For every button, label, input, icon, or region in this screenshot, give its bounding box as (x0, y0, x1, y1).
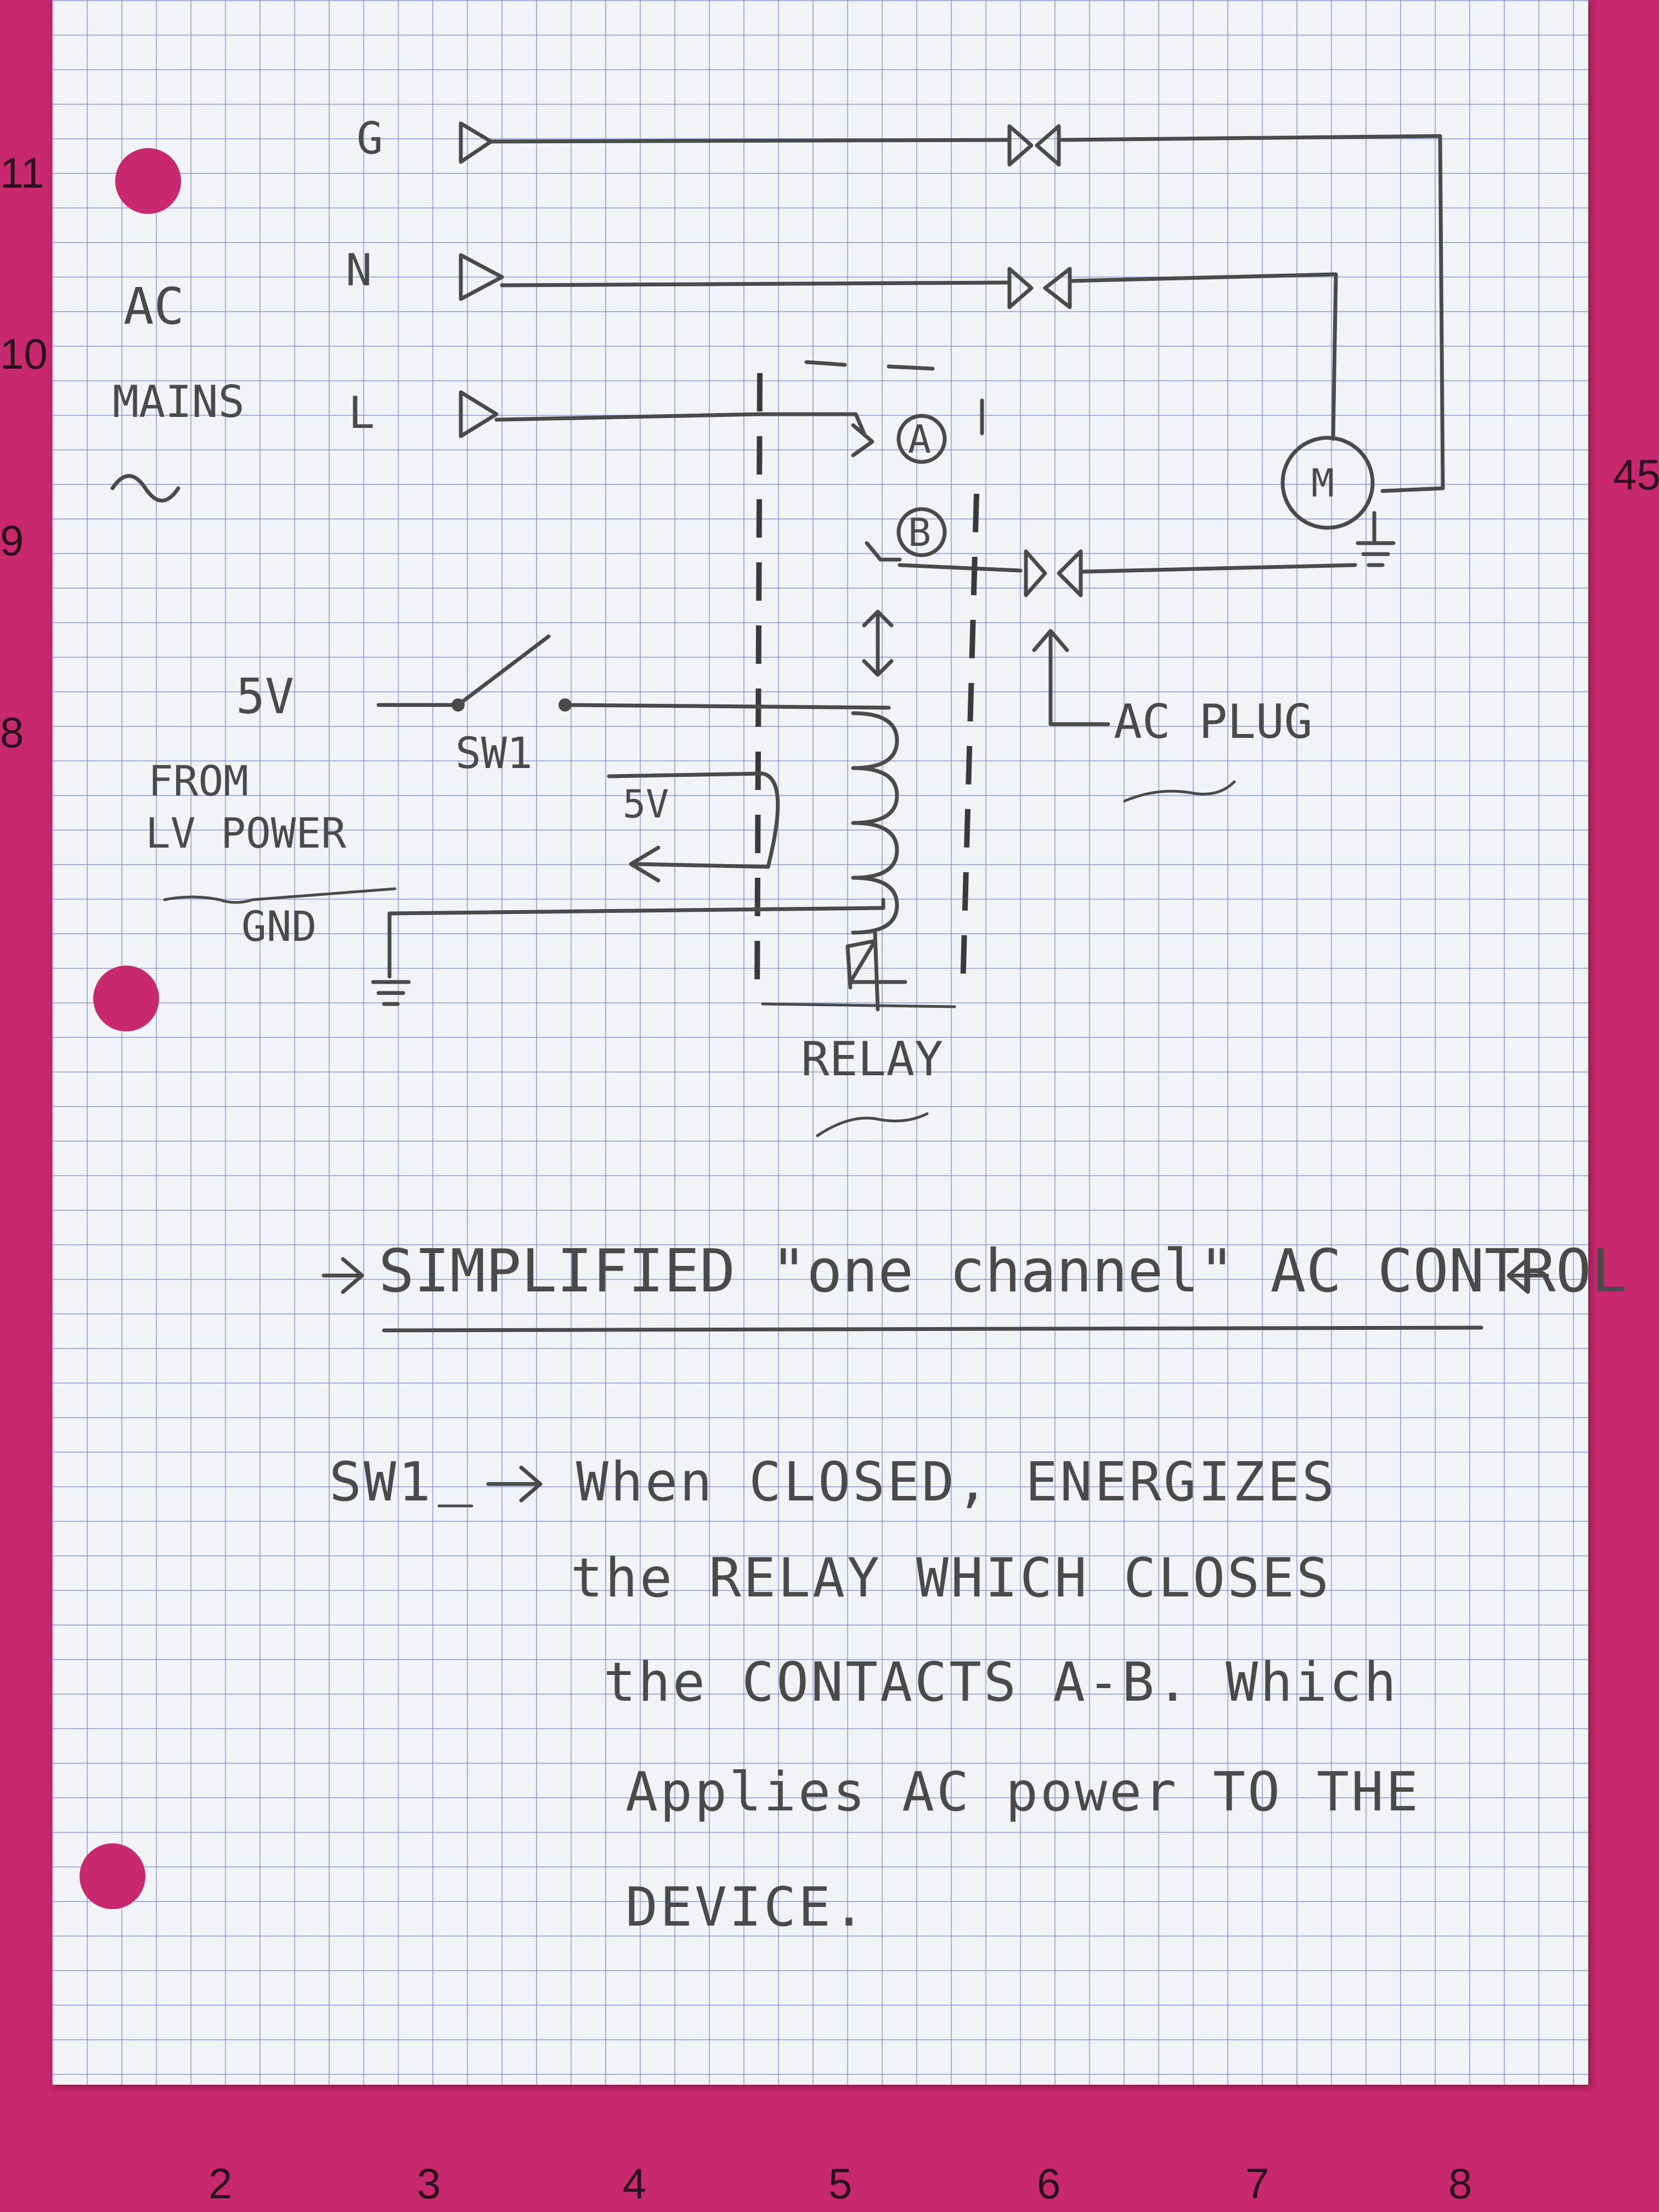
armature-arrow (862, 610, 894, 677)
motor-ground-symbol (1356, 511, 1396, 567)
g-wire-to-motor (1059, 134, 1445, 493)
ground-label: GND (241, 902, 317, 951)
relay-coil (851, 711, 899, 935)
relay-boundary-left (754, 373, 763, 1005)
source-label-from: FROM (148, 757, 249, 805)
plug-pointer-arrow (1032, 629, 1110, 726)
mat-number: 11 (0, 149, 44, 197)
contact-a-arrow (851, 423, 874, 458)
note-line: the RELAY WHICH CLOSES (571, 1547, 1331, 1610)
relay-pointer-arrow (845, 930, 907, 1012)
g-plug-pins (1007, 124, 1061, 167)
b-wire-to-motor (1081, 563, 1357, 574)
g-wire (489, 138, 1012, 144)
b-wire (898, 563, 1023, 573)
relay-underline (816, 1112, 929, 1137)
mat-number: 2 (208, 2159, 233, 2208)
relay-label: RELAY (801, 1032, 943, 1087)
graph-paper-sheet (52, 0, 1588, 2085)
switch-to-coil-wire (563, 703, 891, 710)
coil-feed-loop (607, 771, 780, 883)
relay-boundary-bottom (761, 1002, 956, 1008)
n-plug-pins (1007, 267, 1072, 309)
mat-number: 3 (417, 2159, 441, 2208)
supply-label: 5V (236, 668, 294, 725)
line-label-g: G (357, 113, 383, 164)
mat-number: 6 (1037, 2159, 1061, 2208)
title-arrow-left (321, 1257, 364, 1294)
n-wire (500, 280, 1012, 287)
n-connector (459, 253, 504, 301)
mat-number: 9 (0, 516, 24, 565)
note-line: When CLOSED, ENERGIZES (576, 1451, 1337, 1514)
plug-underline (1123, 780, 1236, 803)
relay-boundary-top (804, 360, 935, 371)
motor-label: M (1311, 461, 1334, 506)
source-underline (163, 887, 397, 904)
contact-a-label: A (908, 417, 931, 462)
contact-a-circle (896, 414, 947, 464)
note-line: Applies AC power TO THE (625, 1761, 1421, 1824)
mat-number: 10 (0, 330, 48, 378)
line-label-l: L (348, 387, 375, 438)
mat-number: 7 (1245, 2159, 1269, 2208)
contact-b-arrow (865, 541, 902, 562)
motor-circle (1280, 436, 1375, 530)
g-connector (459, 121, 493, 164)
note-line: the CONTACTS A-B. Which (603, 1651, 1399, 1714)
mains-label-ac: AC (123, 277, 184, 336)
contact-b-circle (896, 507, 947, 557)
coil-ground-wire (387, 898, 885, 979)
plug-pins (1024, 549, 1083, 597)
relay-boundary-right (960, 493, 979, 988)
mat-number: 5 (828, 2159, 853, 2208)
diagram-title: SIMPLIFIED "one channel" AC CONTROL (379, 1237, 1627, 1306)
mat-number: 8 (0, 708, 24, 757)
plug-label: AC PLUG (1114, 695, 1312, 749)
mat-number: 8 (1448, 2159, 1472, 2208)
ground-symbol (371, 980, 411, 1006)
mains-label-mains: MAINS (112, 376, 245, 427)
source-label-lv: LV POWER (145, 809, 346, 857)
coil-voltage-label: 5V (623, 782, 669, 827)
line-label-n: N (346, 245, 372, 296)
l-wire (494, 412, 866, 436)
punch-hole (93, 966, 159, 1031)
title-arrow-right (1506, 1257, 1549, 1294)
ac-sine-symbol (110, 474, 180, 503)
title-underline (382, 1325, 1483, 1333)
punch-hole (80, 1843, 145, 1909)
switch-label: SW1 (455, 729, 533, 778)
mat-number: 4 (623, 2159, 647, 2208)
mat-number: 45 (1613, 450, 1659, 499)
switch-lever (456, 634, 551, 707)
note-label: SW1 (329, 1451, 433, 1514)
note-arrow (486, 1465, 543, 1503)
contact-b-label: B (908, 510, 931, 555)
note-line: DEVICE. (625, 1876, 868, 1939)
n-wire-to-motor (1070, 272, 1338, 441)
l-connector (459, 390, 499, 438)
punch-hole (115, 148, 181, 214)
